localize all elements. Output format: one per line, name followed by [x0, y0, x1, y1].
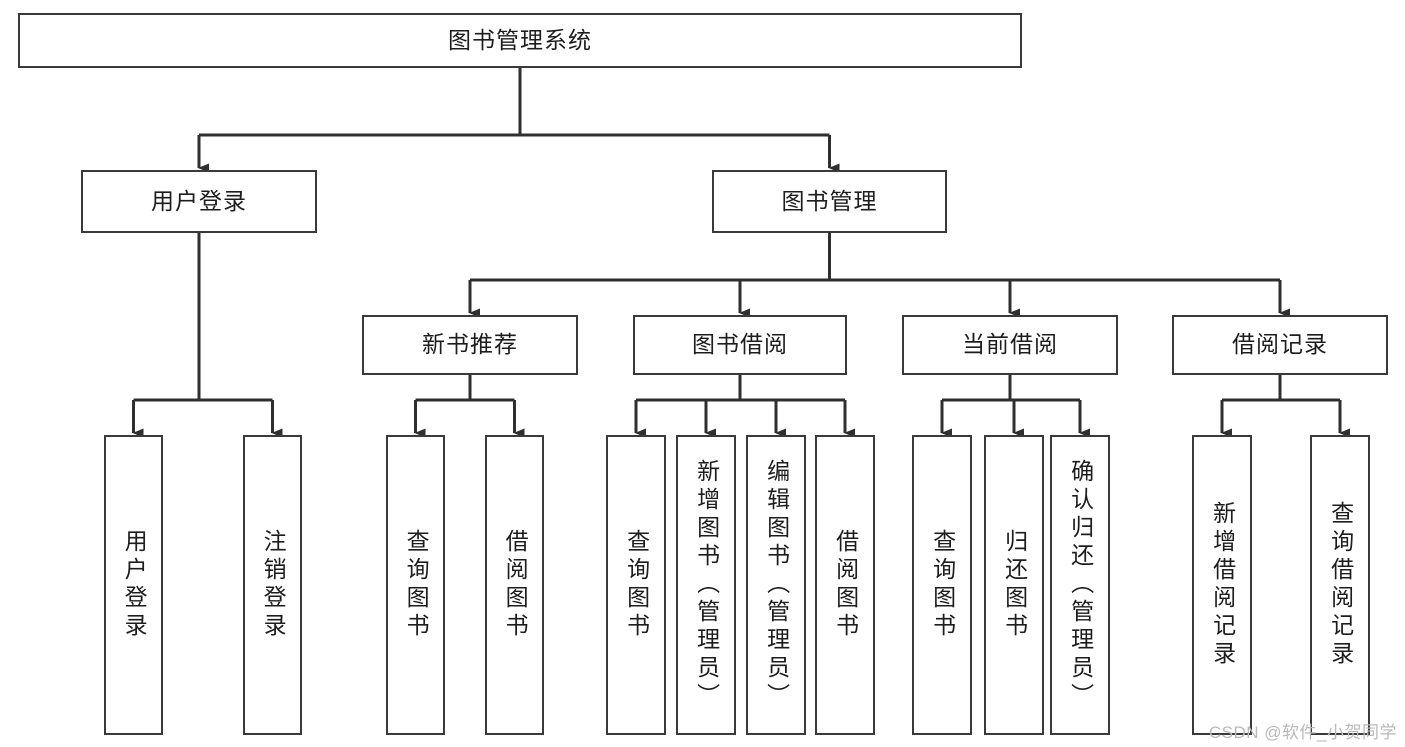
node-records-1[interactable]: 新增借阅记录 [1192, 435, 1252, 735]
node-label: 新增图书（管理员） [693, 459, 720, 711]
node-label: 借阅图书 [502, 529, 529, 641]
node-current-3[interactable]: 确认归还（管理员） [1050, 435, 1110, 735]
node-label: 查询图书 [623, 529, 650, 641]
edge-bus-newbook [415, 375, 515, 402]
node-root[interactable]: 图书管理系统 [18, 13, 1022, 68]
node-newbook[interactable]: 新书推荐 [362, 315, 578, 375]
node-label: 用户登录 [151, 187, 247, 214]
node-newbook-2[interactable]: 借阅图书 [485, 435, 544, 735]
edge-bus-bookmgmt [470, 233, 1280, 282]
node-login-1[interactable]: 用户登录 [104, 435, 163, 735]
edge-bus-root [199, 68, 830, 137]
node-label: 确认归还（管理员） [1067, 459, 1094, 711]
node-label: 查询图书 [929, 529, 956, 641]
node-borrow[interactable]: 图书借阅 [633, 315, 847, 375]
node-label: 图书借阅 [692, 331, 788, 358]
node-bookmgmt[interactable]: 图书管理 [712, 170, 947, 233]
node-label: 图书管理系统 [448, 26, 592, 53]
node-label: 图书管理 [781, 187, 878, 214]
edge-bus-login [133, 233, 273, 402]
node-label: 查询图书 [403, 529, 430, 641]
node-current-1[interactable]: 查询图书 [912, 435, 972, 735]
node-records[interactable]: 借阅记录 [1172, 315, 1388, 375]
node-borrow-3[interactable]: 编辑图书（管理员） [746, 435, 806, 735]
node-records-2[interactable]: 查询借阅记录 [1310, 435, 1370, 735]
node-label: 新增借阅记录 [1209, 501, 1236, 669]
node-label: 归还图书 [1001, 529, 1028, 641]
node-borrow-2[interactable]: 新增图书（管理员） [676, 435, 736, 735]
node-label: 当前借阅 [962, 331, 1058, 358]
edge-bus-borrow [636, 375, 845, 402]
node-login[interactable]: 用户登录 [81, 170, 317, 233]
node-newbook-1[interactable]: 查询图书 [386, 435, 445, 735]
node-label: 借阅图书 [832, 529, 859, 641]
node-label: 用户登录 [121, 529, 148, 641]
watermark-label: CSDN @软件_小贺同学 [1208, 723, 1397, 742]
node-current[interactable]: 当前借阅 [902, 315, 1118, 375]
node-login-2[interactable]: 注销登录 [243, 435, 302, 735]
node-label: 注销登录 [260, 529, 287, 641]
node-label: 编辑图书（管理员） [763, 459, 790, 711]
node-borrow-1[interactable]: 查询图书 [606, 435, 666, 735]
node-label: 新书推荐 [422, 331, 518, 358]
node-borrow-4[interactable]: 借阅图书 [815, 435, 875, 735]
node-label: 查询借阅记录 [1327, 501, 1354, 669]
node-current-2[interactable]: 归还图书 [984, 435, 1044, 735]
edge-bus-records [1222, 375, 1340, 402]
node-label: 借阅记录 [1232, 331, 1328, 358]
edge-bus-current [942, 375, 1080, 402]
